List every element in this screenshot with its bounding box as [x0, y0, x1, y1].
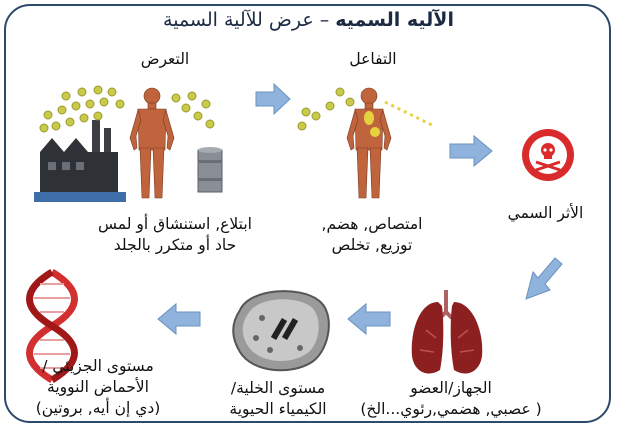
cell-description: مستوى الخلية/ الكيمياء الحيوية — [198, 378, 358, 420]
exposure-line2: حاد أو متكرر بالجلد — [70, 235, 280, 256]
organ-description: الجهاز/العضو ( عصبي, هضمي,رئوي...الخ) — [356, 378, 546, 420]
interaction-description: امتصاص, هضم, توزيع, تخلص — [292, 214, 452, 256]
molecular-line2: الأحماض النووية — [8, 377, 188, 398]
molecular-line1: مستوى الجزيئي / — [8, 356, 188, 377]
organ-line1: الجهاز/العضو — [356, 378, 546, 399]
arrow-effect-to-organ — [526, 258, 562, 299]
exposure-particles — [40, 86, 214, 132]
distribution-path — [385, 102, 434, 126]
exposure-line1: ابتلاع, استنشاق أو لمس — [70, 214, 280, 235]
cell-line1: مستوى الخلية/ — [198, 378, 358, 399]
interaction-heading: التفاعل — [313, 49, 433, 70]
toxic-hazard-icon — [522, 129, 574, 181]
arrow-interaction-to-effect — [450, 136, 492, 166]
molecular-line3: (دي إن أيه, بروتين) — [8, 398, 188, 419]
exposed-person-icon — [130, 88, 174, 198]
arrow-organ-to-cell — [348, 304, 390, 334]
interaction-line1: امتصاص, هضم, — [292, 214, 452, 235]
waste-barrel-icon — [198, 147, 222, 192]
lungs-icon — [412, 290, 482, 374]
toxic-effect-label: الأثر السمي — [488, 203, 603, 224]
factory-icon — [34, 120, 126, 202]
cell-line2: الكيمياء الحيوية — [198, 399, 358, 420]
interaction-line2: توزيع, تخلص — [292, 235, 452, 256]
organ-line2: ( عصبي, هضمي,رئوي...الخ) — [356, 399, 546, 420]
exposure-description: ابتلاع, استنشاق أو لمس حاد أو متكرر بالج… — [70, 214, 280, 256]
exposure-heading: التعرض — [105, 49, 225, 70]
arrow-exposure-to-interaction — [256, 84, 290, 114]
cell-icon — [233, 291, 329, 370]
interaction-particles — [298, 88, 354, 130]
molecular-description: مستوى الجزيئي / الأحماض النووية (دي إن أ… — [8, 356, 188, 419]
arrow-cell-to-molecular — [158, 304, 200, 334]
